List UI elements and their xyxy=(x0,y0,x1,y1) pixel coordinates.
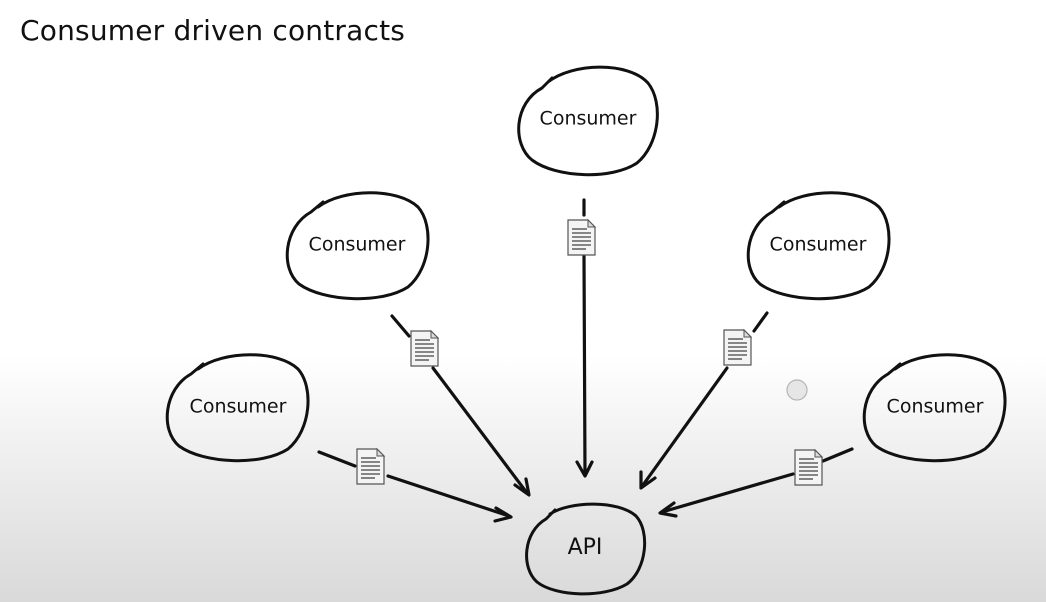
consumer-loop xyxy=(862,353,1007,463)
consumer-loop xyxy=(165,353,310,463)
contract-arrow-upper-left xyxy=(390,314,531,497)
document-icon xyxy=(723,329,752,366)
consumer-label: Consumer xyxy=(309,234,406,256)
consumer-node-lower-right: Consumer xyxy=(862,353,1007,463)
contract-arrow-upper-right xyxy=(639,311,769,490)
consumer-label: Consumer xyxy=(540,108,637,130)
consumer-label: Consumer xyxy=(887,396,984,418)
api-node: API xyxy=(525,502,647,596)
consumer-loop xyxy=(746,191,891,301)
consumer-loop xyxy=(517,65,659,177)
consumer-node-upper-right: Consumer xyxy=(746,191,891,301)
document-icon xyxy=(567,219,596,256)
consumer-node-top: Consumer xyxy=(517,65,659,177)
contract-arrow-lower-left xyxy=(317,448,513,523)
api-loop xyxy=(525,502,647,596)
api-label: API xyxy=(568,535,603,560)
consumer-label: Consumer xyxy=(770,234,867,256)
contract-arrow-top xyxy=(567,198,596,478)
consumer-label: Consumer xyxy=(190,396,287,418)
slide-title: Consumer driven contracts xyxy=(20,14,406,47)
cursor-dot xyxy=(786,379,808,401)
consumer-node-upper-left: Consumer xyxy=(285,191,430,301)
consumer-loop xyxy=(285,191,430,301)
document-icon xyxy=(794,449,823,486)
consumer-node-lower-left: Consumer xyxy=(165,353,310,463)
contract-arrow-lower-right xyxy=(658,447,854,518)
document-icon xyxy=(356,448,385,485)
document-icon xyxy=(410,330,439,367)
